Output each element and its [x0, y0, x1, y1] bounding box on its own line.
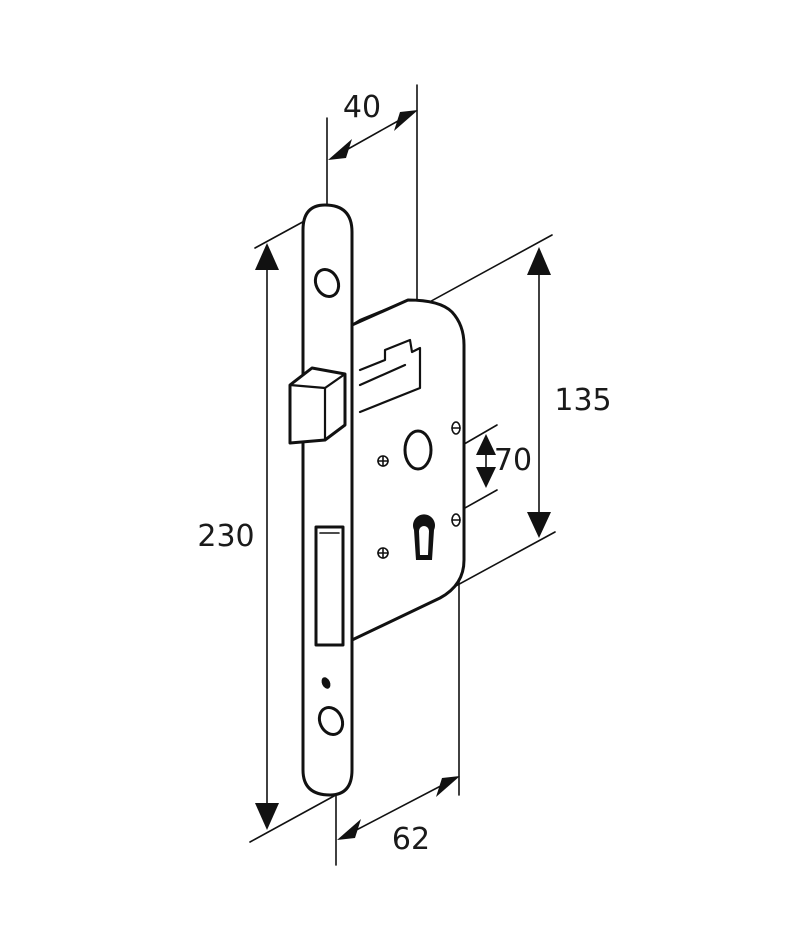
latch-track-inner — [358, 363, 407, 387]
arrowhead-135-bottom — [527, 512, 551, 538]
faceplate — [301, 203, 354, 797]
latch-track — [358, 338, 422, 414]
arrowhead-62-left — [337, 819, 361, 840]
faceplate-screw-hole-bottom — [317, 705, 345, 737]
deadbolt-slot — [314, 525, 345, 647]
follower-hole — [403, 429, 433, 471]
dimension-line-62 — [340, 777, 457, 839]
keyhole-inner — [419, 526, 429, 555]
dimension-label-70: 70 — [494, 443, 532, 478]
arrowhead-62-right — [436, 776, 460, 797]
arrowhead-40-left — [328, 139, 352, 160]
arrowhead-135-top — [527, 247, 551, 275]
dimension-label-40: 40 — [343, 90, 381, 125]
latch-bolt — [288, 366, 347, 445]
screw-icon — [377, 547, 389, 559]
lock-case — [350, 298, 466, 642]
latch-bolt-top-edge — [323, 372, 347, 390]
extension-line-230-top — [254, 217, 311, 249]
arrowhead-230-bottom — [255, 803, 279, 830]
lock-case-top-edge — [350, 298, 410, 327]
faceplate-outline — [301, 203, 354, 797]
faceplate-screw-hole-top — [313, 267, 341, 299]
dimension-label-230: 230 — [197, 519, 254, 554]
arrowhead-70-bottom — [476, 467, 496, 488]
dimension-label-135: 135 — [554, 383, 611, 418]
arrowhead-40-right — [394, 110, 418, 131]
lock-case-outline — [350, 298, 466, 642]
arrowhead-230-top — [255, 243, 279, 270]
faceplate-pin-hole — [321, 677, 331, 689]
dimension-label-62: 62 — [392, 822, 430, 857]
screw-icon — [377, 455, 389, 467]
arrowhead-70-top — [476, 434, 496, 455]
extension-line-230-bottom — [249, 789, 346, 843]
screw-icon — [451, 421, 461, 435]
screw-icon — [451, 513, 461, 527]
